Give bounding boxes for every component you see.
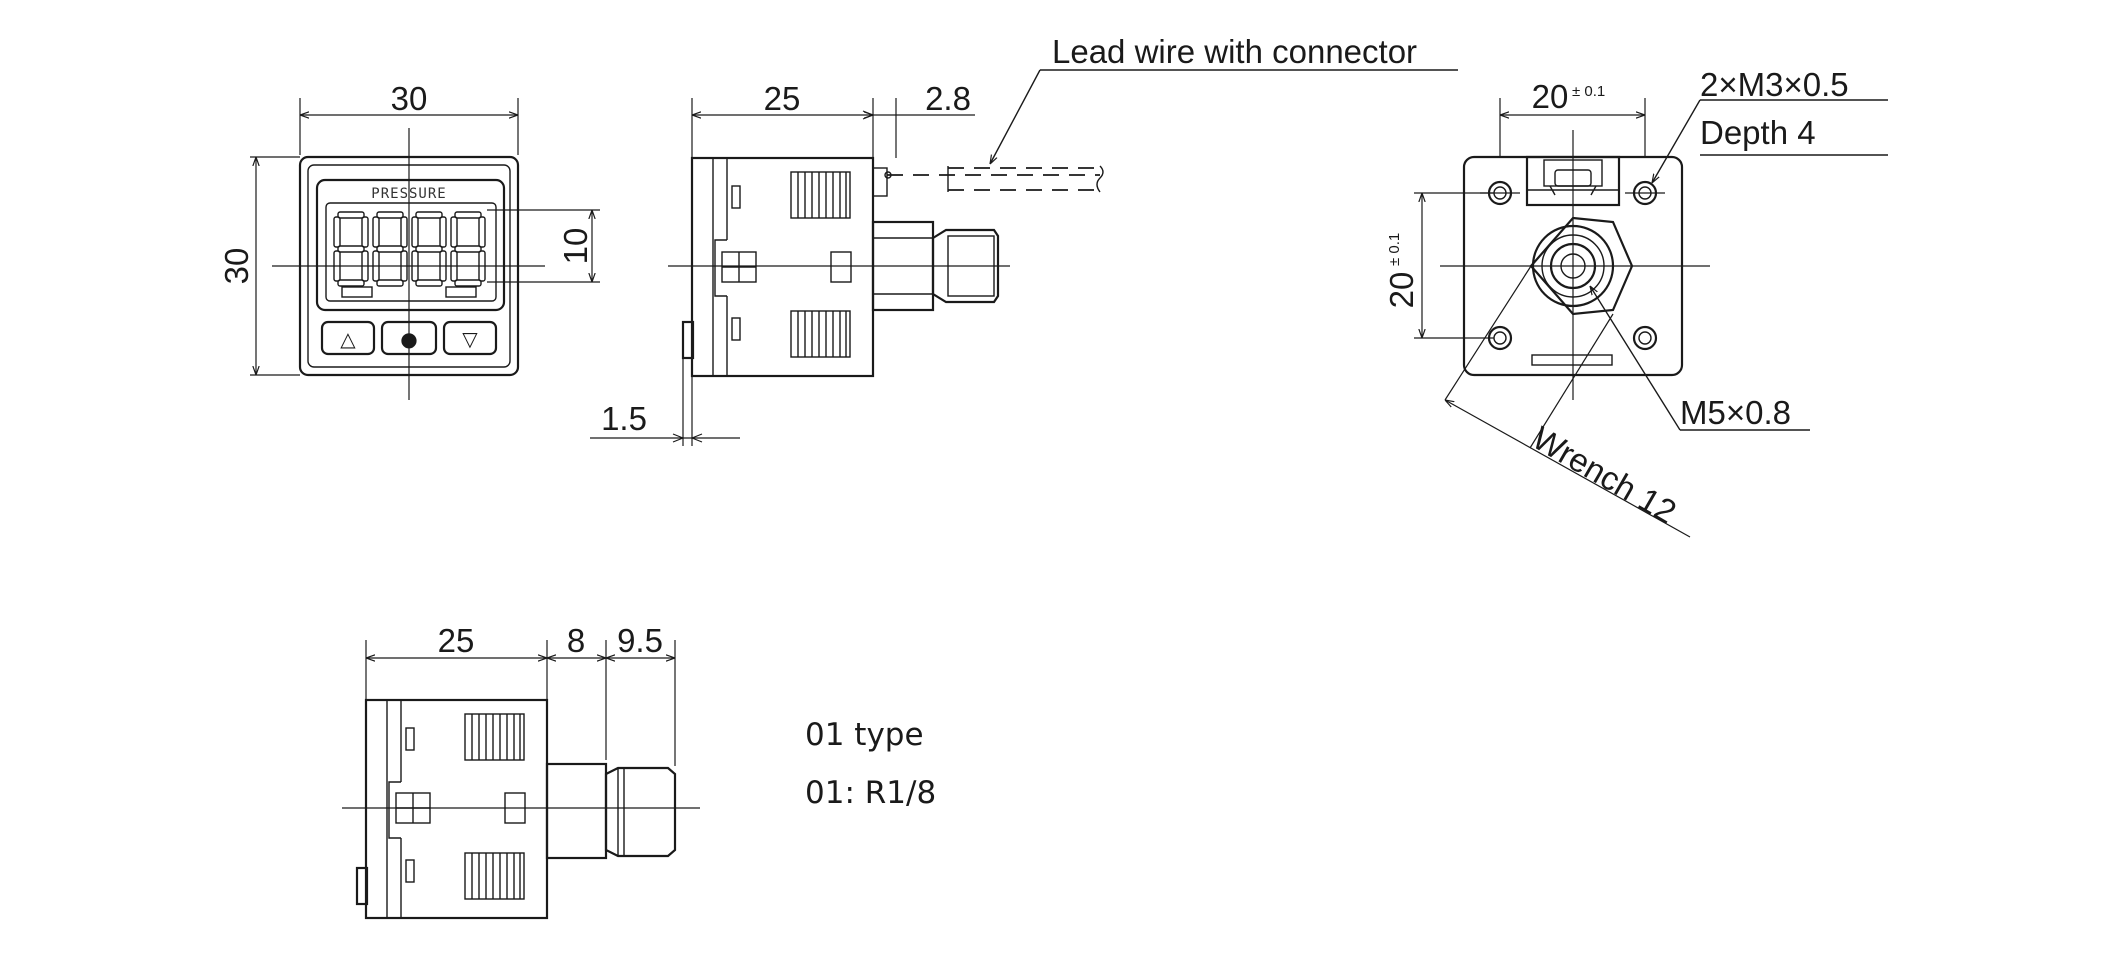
front-height-dim: 30 xyxy=(218,248,255,285)
rear-pitch-y-dim: 20 xyxy=(1383,272,1420,309)
up-button-symbol: △ xyxy=(340,327,356,351)
type01-vent-bottom xyxy=(464,852,525,900)
type-title: 01 type xyxy=(805,717,924,753)
mount-depth-label: Depth 4 xyxy=(1700,114,1816,151)
side-vent-top xyxy=(790,171,851,219)
rear-pitch-y-tol: ± 0.1 xyxy=(1386,233,1403,266)
type-desc: 01: R1/8 xyxy=(805,775,936,811)
display-height-dim: 10 xyxy=(557,228,594,265)
connector-offset-dim: 2.8 xyxy=(925,80,971,117)
side-fitting xyxy=(931,228,1000,304)
type01-hex-dim: 8 xyxy=(567,622,585,659)
up-button xyxy=(320,320,376,356)
wrench-dim-line xyxy=(1445,400,1691,538)
down-button xyxy=(442,320,498,356)
digit-4 xyxy=(450,211,486,287)
rear-pitch-x-dim: 20 xyxy=(1532,78,1569,115)
type01-vent-top xyxy=(464,713,525,761)
type01-body-dim: 25 xyxy=(438,622,475,659)
side-vent-bottom xyxy=(790,310,851,358)
display-lcd xyxy=(325,202,497,302)
front-view: 30 30 10 PRESSURE xyxy=(218,80,600,400)
type01-view: 25 8 9.5 xyxy=(342,622,936,920)
bracket-thickness-dim: 1.5 xyxy=(601,400,647,437)
lead-wire-label: Lead wire with connector xyxy=(1052,33,1417,70)
mount-thread-label: 2×M3×0.5 xyxy=(1700,66,1849,103)
digit-2 xyxy=(372,211,408,287)
side-length-dim: 25 xyxy=(764,80,801,117)
indicator-left xyxy=(341,286,373,298)
side-window xyxy=(830,251,852,283)
front-width-dim: 30 xyxy=(391,80,428,117)
type01-hex xyxy=(545,762,608,860)
side-view: 25 2.8 1.5 xyxy=(590,33,1458,446)
mount-hole-br xyxy=(1632,325,1658,351)
down-button-symbol: ▽ xyxy=(462,327,478,351)
digit-1 xyxy=(333,211,369,287)
indicator-right xyxy=(445,286,477,298)
mount-thread-leader xyxy=(1652,99,1701,183)
digit-3 xyxy=(411,211,447,287)
type01-thread-dim: 9.5 xyxy=(617,622,663,659)
mount-hole-bl xyxy=(1487,325,1513,351)
port-thread-label: M5×0.8 xyxy=(1680,394,1791,431)
display-window xyxy=(315,178,506,312)
port-thread-leader xyxy=(1590,286,1681,431)
type01-thread xyxy=(604,766,677,858)
lead-wire xyxy=(887,167,1100,191)
wrench-label: Wrench 12 xyxy=(1527,419,1683,531)
rear-view: 20 ± 0.1 20 ± 0.1 2×M3×0.5 D xyxy=(1383,66,1888,538)
lead-wire-leader xyxy=(990,69,1041,164)
rear-pitch-x-tol: ± 0.1 xyxy=(1572,83,1605,100)
rear-slot xyxy=(1531,354,1613,366)
